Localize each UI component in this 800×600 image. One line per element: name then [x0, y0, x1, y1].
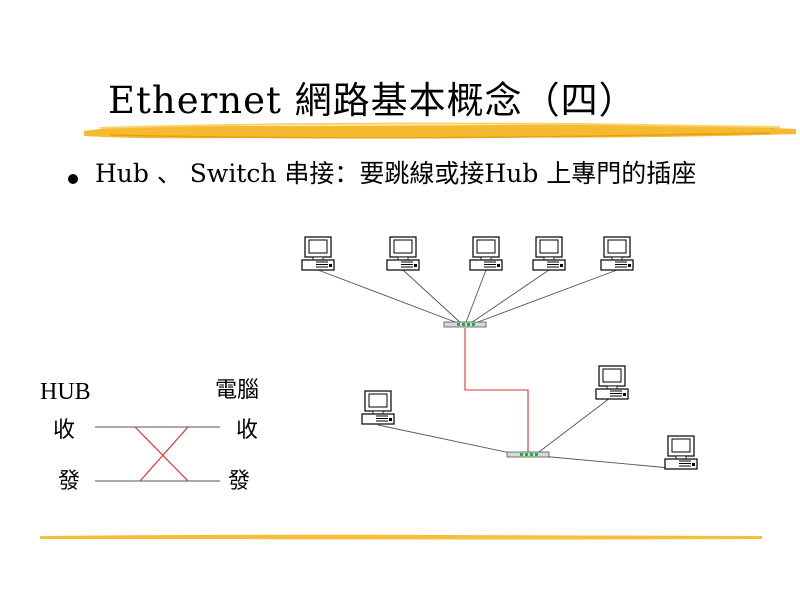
computer-icon: [532, 236, 566, 271]
computer-label: 電腦: [215, 378, 260, 403]
computer-icon: [386, 236, 420, 271]
computer-icon: [595, 365, 629, 400]
bullet-text: Hub 、 Switch 串接：要跳線或接Hub 上專門的插座: [95, 159, 697, 188]
hub-uplink-cable: [464, 328, 529, 455]
computer-icon: [600, 236, 634, 271]
hub-label: HUB: [40, 379, 91, 405]
computer-icon: [361, 390, 395, 425]
upper-hub-icon: [443, 321, 487, 328]
bullet-marker: [68, 174, 78, 184]
slide-title: Ethernet 網路基本概念（四）: [108, 79, 637, 122]
lower-hub-icon: [506, 451, 550, 458]
title-underline-brush: [84, 122, 796, 139]
crossover-wiring: [95, 426, 220, 482]
computer-icon: [664, 435, 698, 470]
computer-transmit-label: 發: [228, 469, 251, 494]
computer-icon: [469, 236, 503, 271]
hub-transmit-label: 發: [58, 469, 81, 494]
computer-receive-label: 收: [236, 418, 259, 443]
footer-brush-line: [40, 534, 762, 540]
computer-icon: [301, 236, 335, 271]
lower-links: [377, 397, 682, 470]
hub-receive-label: 收: [53, 418, 76, 443]
upper-links: [317, 269, 618, 326]
